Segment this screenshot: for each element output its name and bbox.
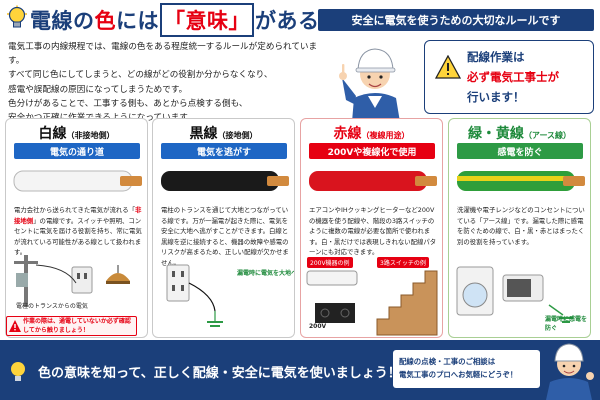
panel-red-wire: 赤線（複線用途） 200Vや複線化で使用 エアコンやIHクッキングヒーターなど2…: [300, 118, 443, 338]
ground-outlet-illustration: [166, 264, 223, 327]
panel-title: 白線（非接地側）: [38, 126, 115, 142]
panel-green-yellow-wire: 緑・黄線（アース線） 感電を防ぐ 洗濯機や電子レンジなどのコンセントについている…: [448, 118, 591, 338]
warning-box: 配線作業は 必ず電気工事士が 行います！: [424, 40, 594, 114]
panel-band: 電気の通り道: [14, 143, 140, 159]
panel-white-wire: 白線（非接地側） 電気の通り道 電力会社から送られてきた電気が流れる「非接地側」…: [5, 118, 148, 338]
panel-title: 黒線（接地側）: [189, 126, 258, 142]
electrician-illustration: [339, 48, 400, 122]
panel-title: 緑・黄線（アース線）: [467, 126, 572, 142]
panel-description: 電柱のトランスを通じて大地とつながっている線です。万が一漏電が起きた際に、電気を…: [161, 206, 289, 267]
green-yellow-wire-illustration: [457, 171, 585, 191]
warning-triangle-icon: [435, 55, 461, 79]
utility-pole-illustration: [14, 255, 130, 307]
panel-band: 200Vや複線化で使用: [309, 143, 435, 159]
panel-band: 電気を逃がす: [161, 143, 287, 159]
warning-line-2: 必ず電気工事士が: [467, 70, 559, 84]
lightbulb-icon: [11, 362, 25, 381]
appliance-stairs-illustration: [306, 270, 438, 336]
contact-line-1: 配線の点検・工事のご相談は: [399, 357, 496, 366]
example-label-200v: 200V機器の例: [307, 257, 353, 268]
panel-description: エアコンやIHクッキングヒーターなど200Vの機器を使う配線や、階段の3路スイッ…: [309, 206, 437, 257]
footer-message: 色の意味を知って、正しく配線・安全に電気を使いましょう！: [38, 366, 401, 381]
page-title: 電線の色には「意味」がある！: [30, 3, 341, 37]
panel-description: 洗濯機や電子レンジなどのコンセントについている「アース線」です。漏電した際に感電…: [457, 206, 585, 246]
subtitle-banner: 安全に電気を使うための大切なルールです: [318, 9, 594, 31]
intro-text: 電気工事の内線規程では、電線の色をある程度統一するルールが定められています。 す…: [8, 42, 318, 123]
alert-icon: [9, 320, 21, 332]
illus-label: 漏電時に電気を大地へ逃がす: [237, 270, 294, 277]
panel-description: 電力会社から送られてきた電気が流れる「非接地側」の電線です。スイッチや照明、コン…: [14, 206, 142, 257]
example-label-3way: 3路スイッチの例: [377, 257, 429, 268]
panel-band: 感電を防ぐ: [457, 143, 583, 159]
white-wire-illustration: [13, 170, 142, 192]
lightbulb-icon: [7, 5, 27, 28]
washer-microwave-illustration: [456, 266, 573, 323]
warning-line-3: 行います！: [467, 90, 525, 104]
illus-label: 漏電時に感電を防ぐ: [545, 316, 588, 332]
illus-label: 電柱のトランスからの電気: [16, 303, 88, 310]
electrician-ok-illustration: [546, 343, 594, 400]
red-wire-illustration: [309, 171, 437, 191]
label-200v: 200V: [309, 323, 327, 330]
panel-title: 赤線（複線用途）: [333, 126, 410, 142]
panel-black-wire: 黒線（接地側） 電気を逃がす 電柱のトランスを通じて大地とつながっている線です。…: [152, 118, 295, 338]
black-wire-illustration: [161, 171, 289, 191]
caution-note: 作業の際は、通電していないか必ず確認してから触りましょう！: [6, 316, 137, 336]
contact-box: 配線の点検・工事のご相談は 電気工事のプロへお気軽にどうぞ！: [393, 350, 540, 388]
contact-line-2: 電気工事のプロへお気軽にどうぞ！: [399, 369, 518, 379]
warning-line-1: 配線作業は: [467, 50, 525, 64]
